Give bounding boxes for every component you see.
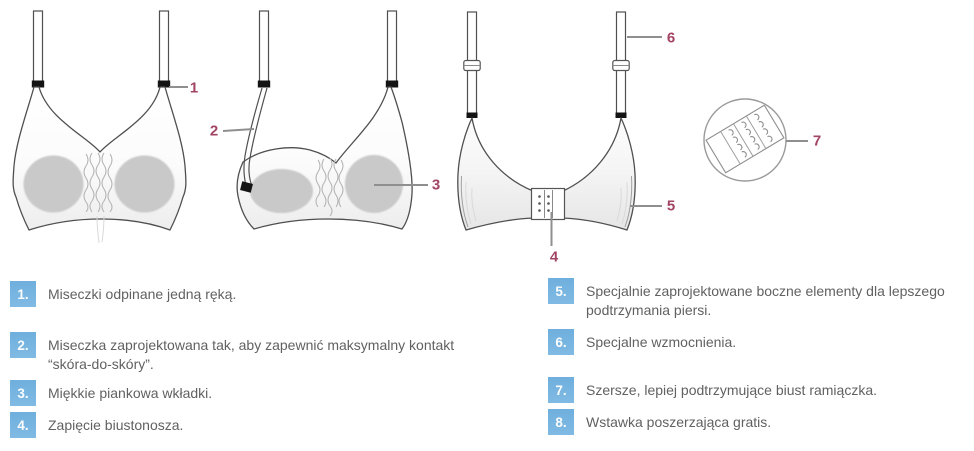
center-gather-stitching [83, 152, 113, 244]
legend-item: 1. Miseczki odpinane jedną ręką. [10, 281, 236, 307]
strap-stitch [466, 112, 478, 118]
side-wing [457, 117, 534, 231]
callout-number-6: 6 [666, 29, 676, 47]
foam-pad [23, 155, 84, 213]
feature-text: Specjalne wzmocnienia. [586, 334, 737, 350]
strap-hook-closeup-illustration [703, 98, 787, 182]
bra-back-illustration [457, 11, 636, 231]
feature-text: Miseczki odpinane jedną ręką. [48, 286, 237, 302]
callout-number-1: 1 [189, 79, 199, 97]
callout-lines [169, 36, 808, 246]
callout-number-2: 2 [209, 122, 219, 140]
hook-and-eye-closure [530, 187, 566, 221]
callout-number-4: 4 [549, 248, 559, 266]
foam-pad [114, 155, 175, 213]
feature-number-badge: 1. [10, 281, 36, 307]
feature-text: Zapięcie biustonosza. [48, 417, 184, 433]
cup-clip [257, 80, 271, 88]
feature-number-badge: 6. [548, 329, 574, 355]
feature-number-badge: 3. [10, 380, 36, 406]
cup-clip [240, 181, 253, 193]
strap-stitch [615, 112, 627, 118]
feature-text: Wstawka poszerzająca gratis. [586, 414, 772, 430]
legend-item: 2. Miseczka zaprojektowana tak, aby zape… [10, 332, 498, 374]
callout-line [222, 128, 255, 132]
feature-number-badge: 8. [548, 409, 574, 435]
cup-clip [157, 80, 171, 88]
cup-clip [385, 80, 399, 88]
feature-number-badge: 2. [10, 332, 36, 358]
legend-item: 3. Miękkie piankowa wkładki. [10, 380, 212, 406]
legend-item: 5. Specjalnie zaprojektowane boczne elem… [548, 278, 974, 320]
feature-text: Szersze, lepiej podtrzymujące biust rami… [586, 382, 878, 398]
legend-item: 8. Wstawka poszerzająca gratis. [548, 409, 771, 435]
folded-open-strap [240, 87, 268, 193]
legend-item: 6. Specjalne wzmocnienia. [548, 329, 736, 355]
diagram-area: 1 2 3 4 5 6 7 [12, 10, 822, 266]
cup-clip [31, 80, 45, 88]
feature-text: Miseczka zaprojektowana tak, aby zapewni… [48, 337, 455, 372]
foam-pad [250, 169, 313, 213]
bra-line-art [12, 10, 808, 246]
callout-number-5: 5 [666, 197, 676, 215]
feature-text: Miękkie piankowa wkładki. [48, 385, 213, 401]
legend-item: 7. Szersze, lepiej podtrzymujące biust r… [548, 377, 877, 403]
callout-number-3: 3 [431, 176, 441, 194]
callout-number-7: 7 [812, 132, 822, 150]
side-wing [562, 117, 636, 231]
feature-number-badge: 4. [10, 412, 36, 438]
feature-number-badge: 5. [548, 278, 574, 304]
feature-number-badge: 7. [548, 377, 574, 403]
legend-item: 4. Zapięcie biustonosza. [10, 412, 183, 438]
center-gather-stitching [315, 157, 344, 217]
bra-front-illustration [12, 10, 187, 244]
feature-text: Specjalnie zaprojektowane boczne element… [586, 283, 945, 318]
